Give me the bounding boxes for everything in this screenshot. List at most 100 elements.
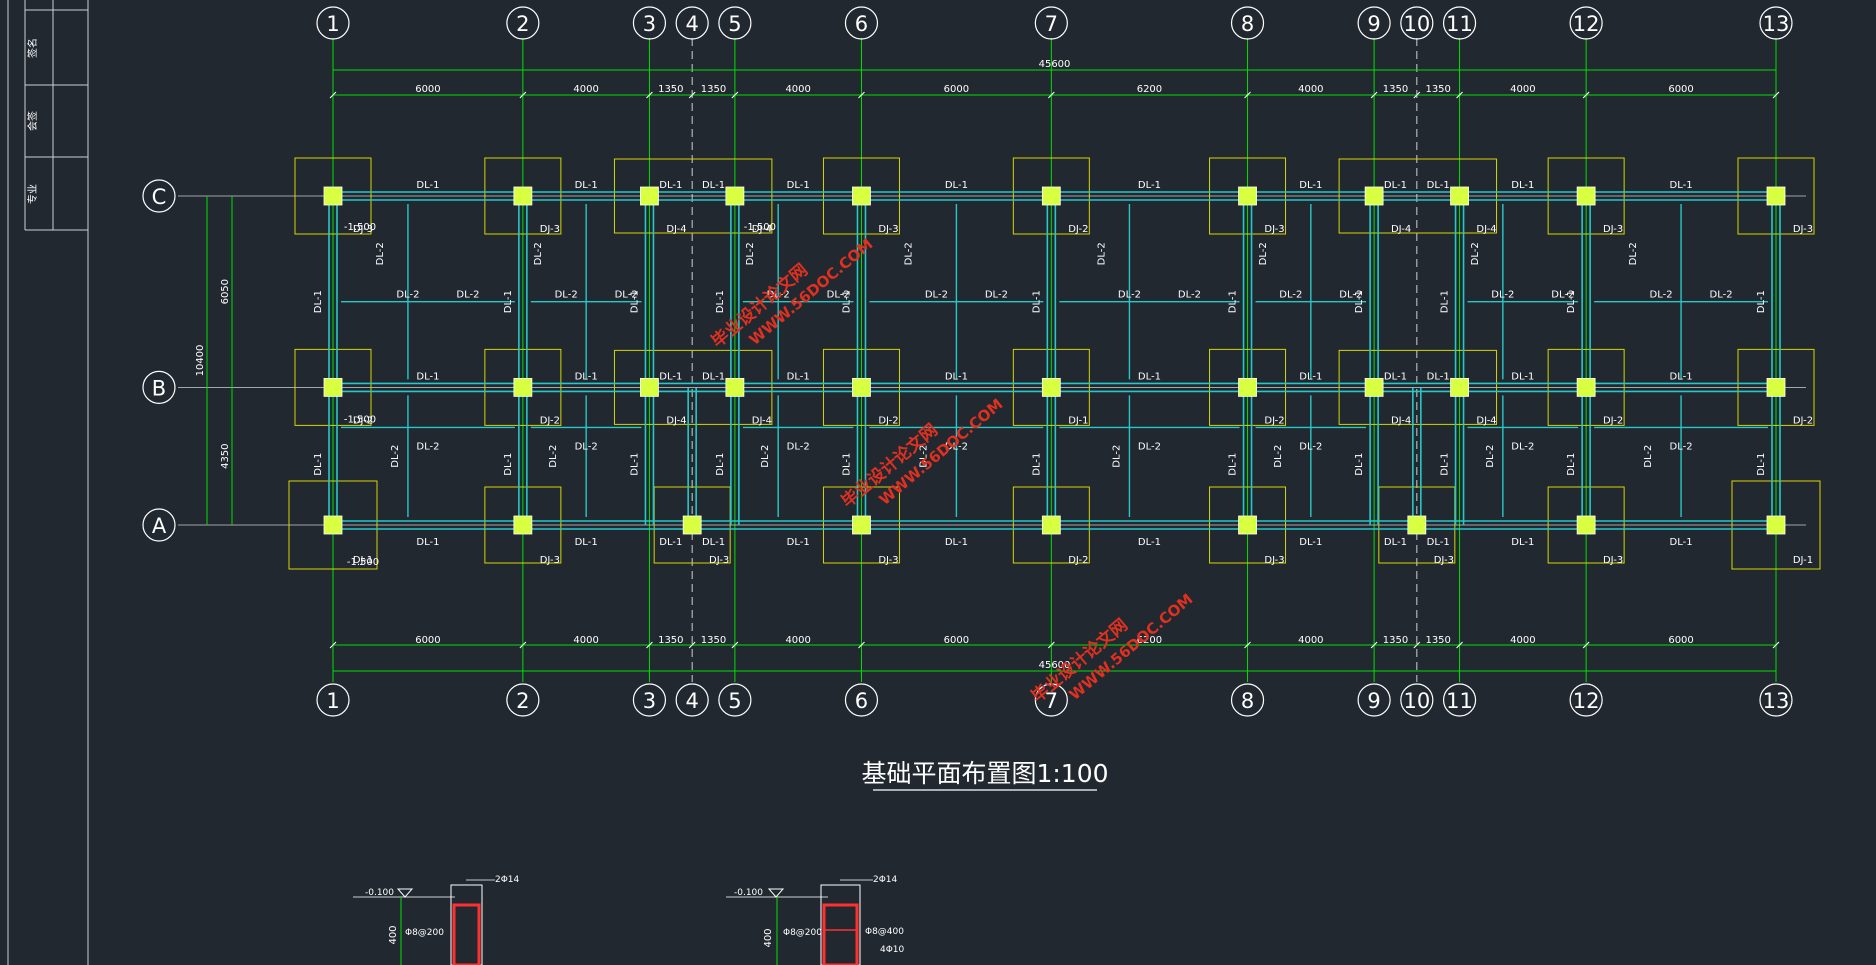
footing-12A (1547, 486, 1625, 564)
label-dl2-va-10: DL-2 (1485, 445, 1496, 468)
label-dl2-cb2-1: DL-2 (615, 290, 638, 301)
footings-layer (288, 157, 1821, 570)
label-dl2-va-5: DL-2 (918, 445, 929, 468)
axis-bubble-5-bottom (718, 683, 752, 717)
section1-top-bar: 2Φ14 (495, 875, 520, 885)
axis-bubble-12-bottom (1569, 683, 1603, 717)
axis-label-5-top: 5 (728, 12, 741, 36)
footing-13C (1737, 157, 1815, 235)
footing-7C (1012, 157, 1090, 235)
column-6B (852, 377, 871, 397)
dim-seg-top_segments-9: 1350 (1425, 84, 1450, 95)
axis-label-10-bottom: 10 (1403, 689, 1430, 713)
dim-seg-bottom_segments-5: 6000 (944, 635, 969, 646)
dim-seg-top_segments-7: 4000 (1298, 84, 1323, 95)
dim-seg-bottom_segments-1: 4000 (573, 635, 598, 646)
axis-label-8-top: 8 (1241, 12, 1254, 36)
label-dl1-A-10: DL-1 (1511, 537, 1534, 548)
label-dl1-B-2: DL-1 (659, 371, 682, 382)
axis-label-7-bottom: 7 (1045, 689, 1058, 713)
column-12B (1576, 377, 1596, 397)
label-dl1-C-7: DL-1 (1299, 180, 1322, 191)
label-dj4-9C: DJ-4 (1391, 224, 1411, 235)
axis-bubble-9-top (1357, 6, 1391, 40)
dim-seg-top_segments-6: 6200 (1137, 84, 1162, 95)
label-dj1-13A: DJ-1 (1793, 555, 1813, 566)
axis-bubble-6-bottom (844, 683, 879, 717)
footing-2B (484, 348, 562, 426)
dim-tick-bottom_segments-7 (1244, 641, 1251, 649)
footing-6C (822, 157, 900, 235)
combined-footing-3-5-C (613, 158, 773, 234)
column-2A (513, 515, 533, 535)
section2-top-bar: 2Φ14 (873, 875, 898, 885)
label-dl2-cb2-5: DL-2 (985, 290, 1008, 301)
label-dj2-7C: DJ-2 (1068, 224, 1088, 235)
label-dj3-8A: DJ-3 (1264, 555, 1284, 566)
axis-bubble-10-top (1400, 6, 1434, 40)
footing-8C (1209, 157, 1287, 235)
label-dl1-va-1: DL-1 (313, 453, 324, 476)
label-dl2-va-1: DL-2 (548, 445, 559, 468)
drawing-title: 基础平面布置图1:100 (861, 759, 1108, 788)
axis-bubble-7-top (1034, 6, 1068, 40)
label-dl1-A-6: DL-1 (1138, 537, 1161, 548)
dim-seg-top_segments-4: 4000 (785, 84, 810, 95)
axis-label-A: A (152, 514, 167, 538)
axis-label-B: B (152, 376, 166, 400)
axis-label-1-top: 1 (326, 12, 339, 36)
section1-height: 400 (388, 925, 399, 944)
axis-bubble-1-top (316, 6, 350, 40)
dim-seg-top_segments-3: 1350 (701, 84, 726, 95)
footing-2A (484, 486, 562, 564)
label-dj3-10A: DJ-3 (1434, 555, 1454, 566)
axis-bubble-9-bottom (1357, 683, 1391, 717)
dim-total-bottom_total: 45600 (1039, 660, 1071, 671)
label-dl1-A-11: DL-1 (1670, 537, 1693, 548)
label-dj4-5B: DJ-4 (752, 415, 772, 426)
columns-layer (323, 186, 1786, 535)
label-dl2-cb2-6: DL-2 (1178, 290, 1201, 301)
label-dl2-va-11: DL-2 (1643, 445, 1654, 468)
axis-label-3-bottom: 3 (643, 689, 656, 713)
column-4A (682, 515, 702, 535)
label-dj4-5C: DJ-4 (752, 224, 772, 235)
dim-tick-top_segments-9 (1413, 91, 1421, 99)
dim-tick-bottom_segments-2 (646, 641, 653, 649)
axis-label-1-bottom: 1 (326, 689, 339, 713)
label-dl2-ba-0: DL-2 (416, 441, 439, 452)
label-dj2-6B: DJ-2 (878, 415, 898, 426)
label-dl1-C-8: DL-1 (1384, 180, 1407, 191)
label-dj3-6C: DJ-3 (878, 224, 898, 235)
footing-1A (288, 480, 378, 570)
column-2B (513, 377, 533, 397)
label-dl1-B-0: DL-1 (416, 371, 439, 382)
dim-tick-bottom_segments-0 (329, 641, 337, 649)
label-dl2-ba-7: DL-2 (1299, 441, 1322, 452)
axis-label-13-top: 13 (1763, 12, 1790, 36)
dim-seg-bottom_segments-3: 1350 (701, 635, 726, 646)
label-dj3-2A: DJ-3 (540, 555, 560, 566)
label-dl1-vc-5: DL-1 (715, 290, 726, 313)
column-8C (1238, 186, 1257, 206)
dim-tick-top_segments-7 (1244, 91, 1251, 99)
dim-tick-bottom_segments-8 (1370, 641, 1378, 649)
label-dj2-7A: DJ-2 (1068, 555, 1088, 566)
label-dl2-va-0: DL-2 (390, 445, 401, 468)
dim-tick-bottom_segments-1 (519, 641, 527, 649)
dim-seg-top_segments-5: 6000 (944, 84, 969, 95)
label-dj2-8B: DJ-2 (1264, 415, 1284, 426)
dim-seg-top_segments-8: 1350 (1383, 84, 1408, 95)
label-dl1-A-1: DL-1 (575, 537, 598, 548)
axis-grid-lines (178, 38, 1806, 682)
label-dl1-C-3: DL-1 (702, 180, 725, 191)
axis-bubble-A (142, 508, 176, 542)
dim-seg-bottom_segments-11: 6000 (1668, 635, 1693, 646)
footing-1C (294, 157, 372, 235)
column-1C (323, 186, 343, 206)
label-dj2-12B: DJ-2 (1603, 415, 1623, 426)
dimension-lines-layer: 45600 6000 4000 1350 1350 4000 6000 6200 4000 135… (195, 59, 1780, 672)
label-dl1-B-7: DL-1 (1299, 371, 1322, 382)
axis-bubble-13-top (1759, 6, 1793, 40)
label-dl1-B-4: DL-1 (787, 371, 810, 382)
